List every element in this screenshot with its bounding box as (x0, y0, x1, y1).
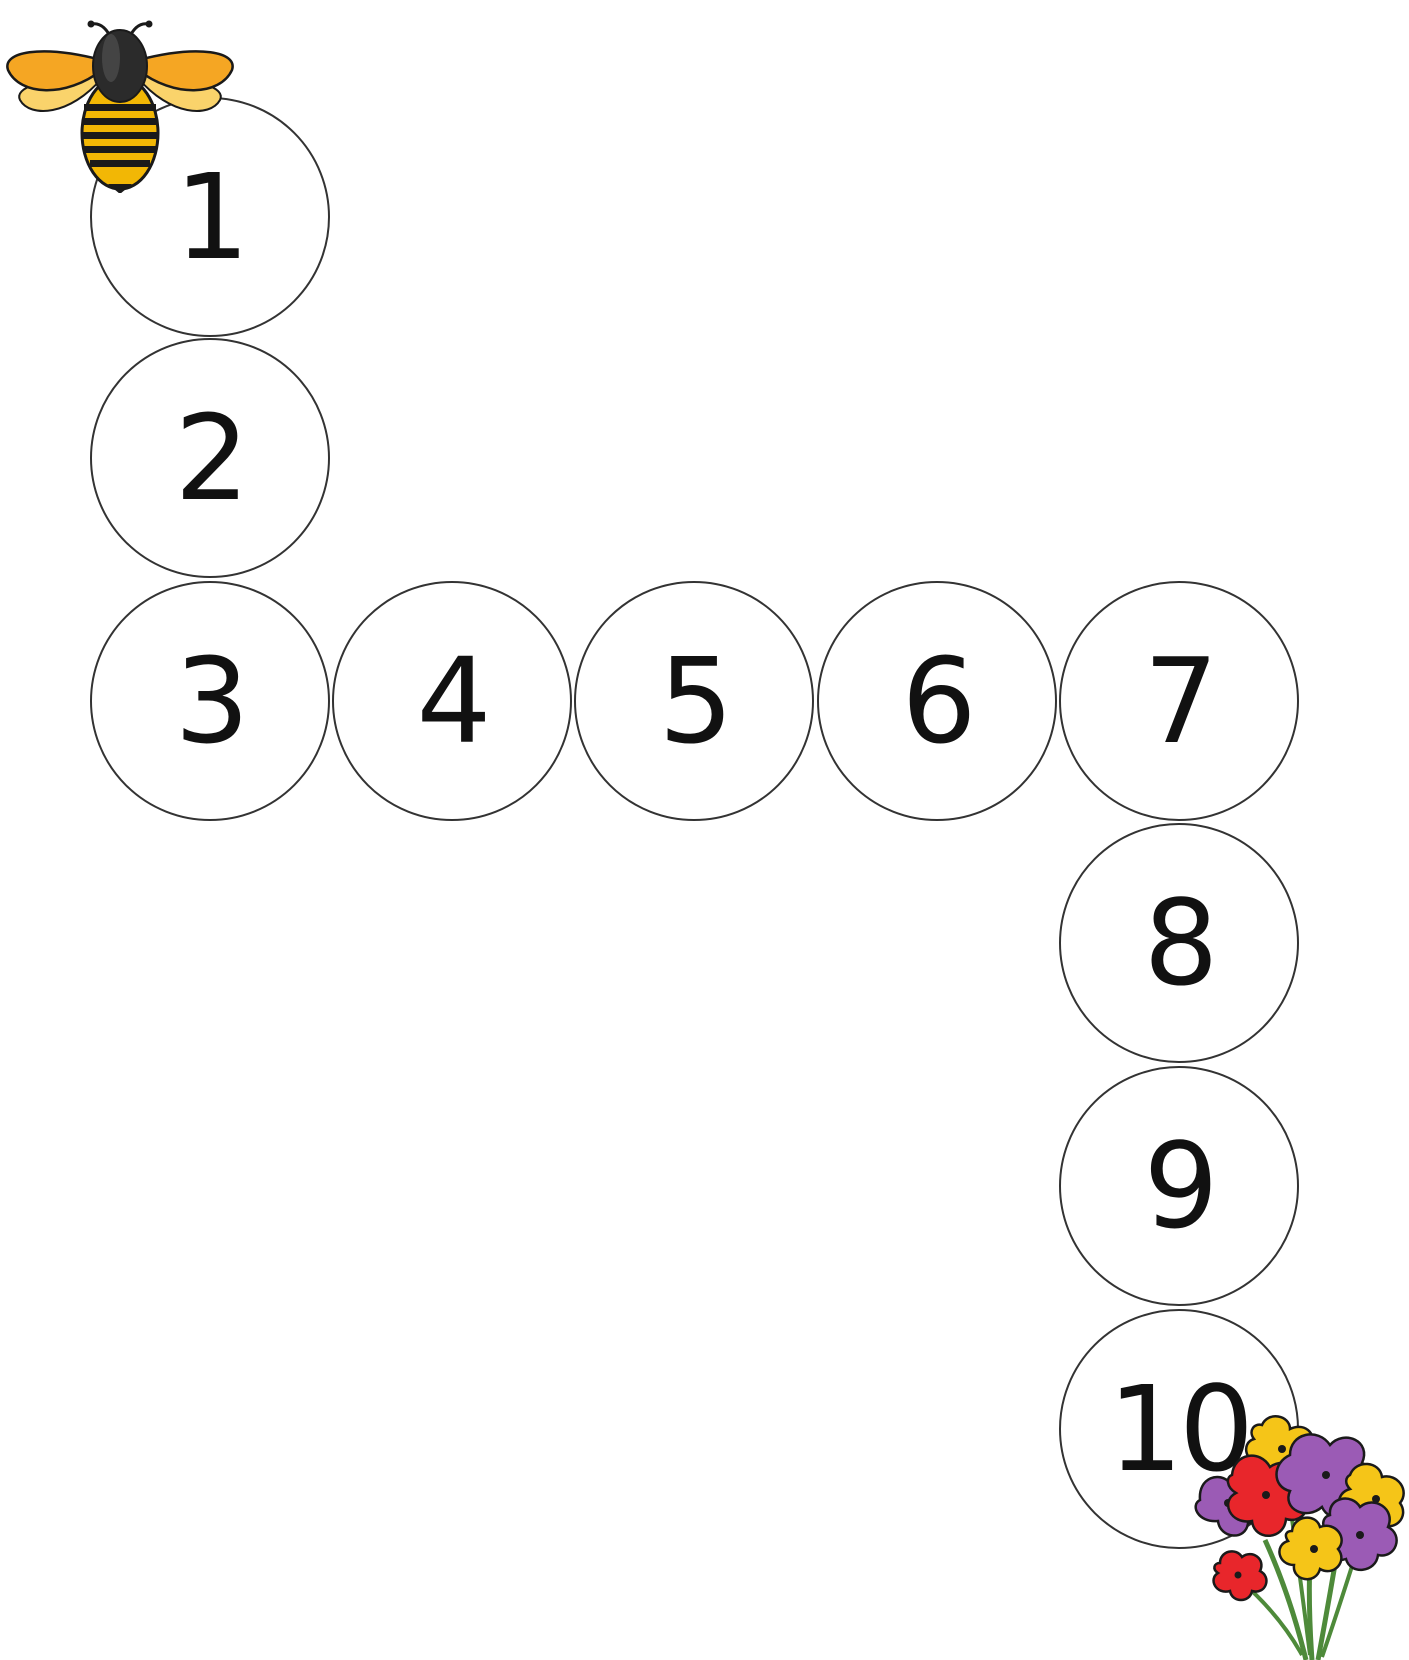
path-space-9: 9 (1059, 1066, 1299, 1306)
space-number: 8 (1143, 884, 1214, 1002)
flower-bouquet-icon (1190, 1415, 1409, 1660)
path-space-2: 2 (90, 338, 330, 578)
path-space-8: 8 (1059, 823, 1299, 1063)
space-number: 3 (174, 642, 245, 760)
space-number: 5 (658, 642, 729, 760)
path-space-5: 5 (574, 581, 814, 821)
path-space-4: 4 (332, 581, 572, 821)
space-number: 7 (1143, 642, 1214, 760)
path-space-7: 7 (1059, 581, 1299, 821)
space-number: 9 (1143, 1127, 1214, 1245)
bee-icon (0, 8, 240, 193)
path-space-6: 6 (817, 581, 1057, 821)
space-number: 2 (174, 399, 245, 517)
space-number: 4 (416, 642, 487, 760)
space-number: 6 (901, 642, 972, 760)
path-space-3: 3 (90, 581, 330, 821)
